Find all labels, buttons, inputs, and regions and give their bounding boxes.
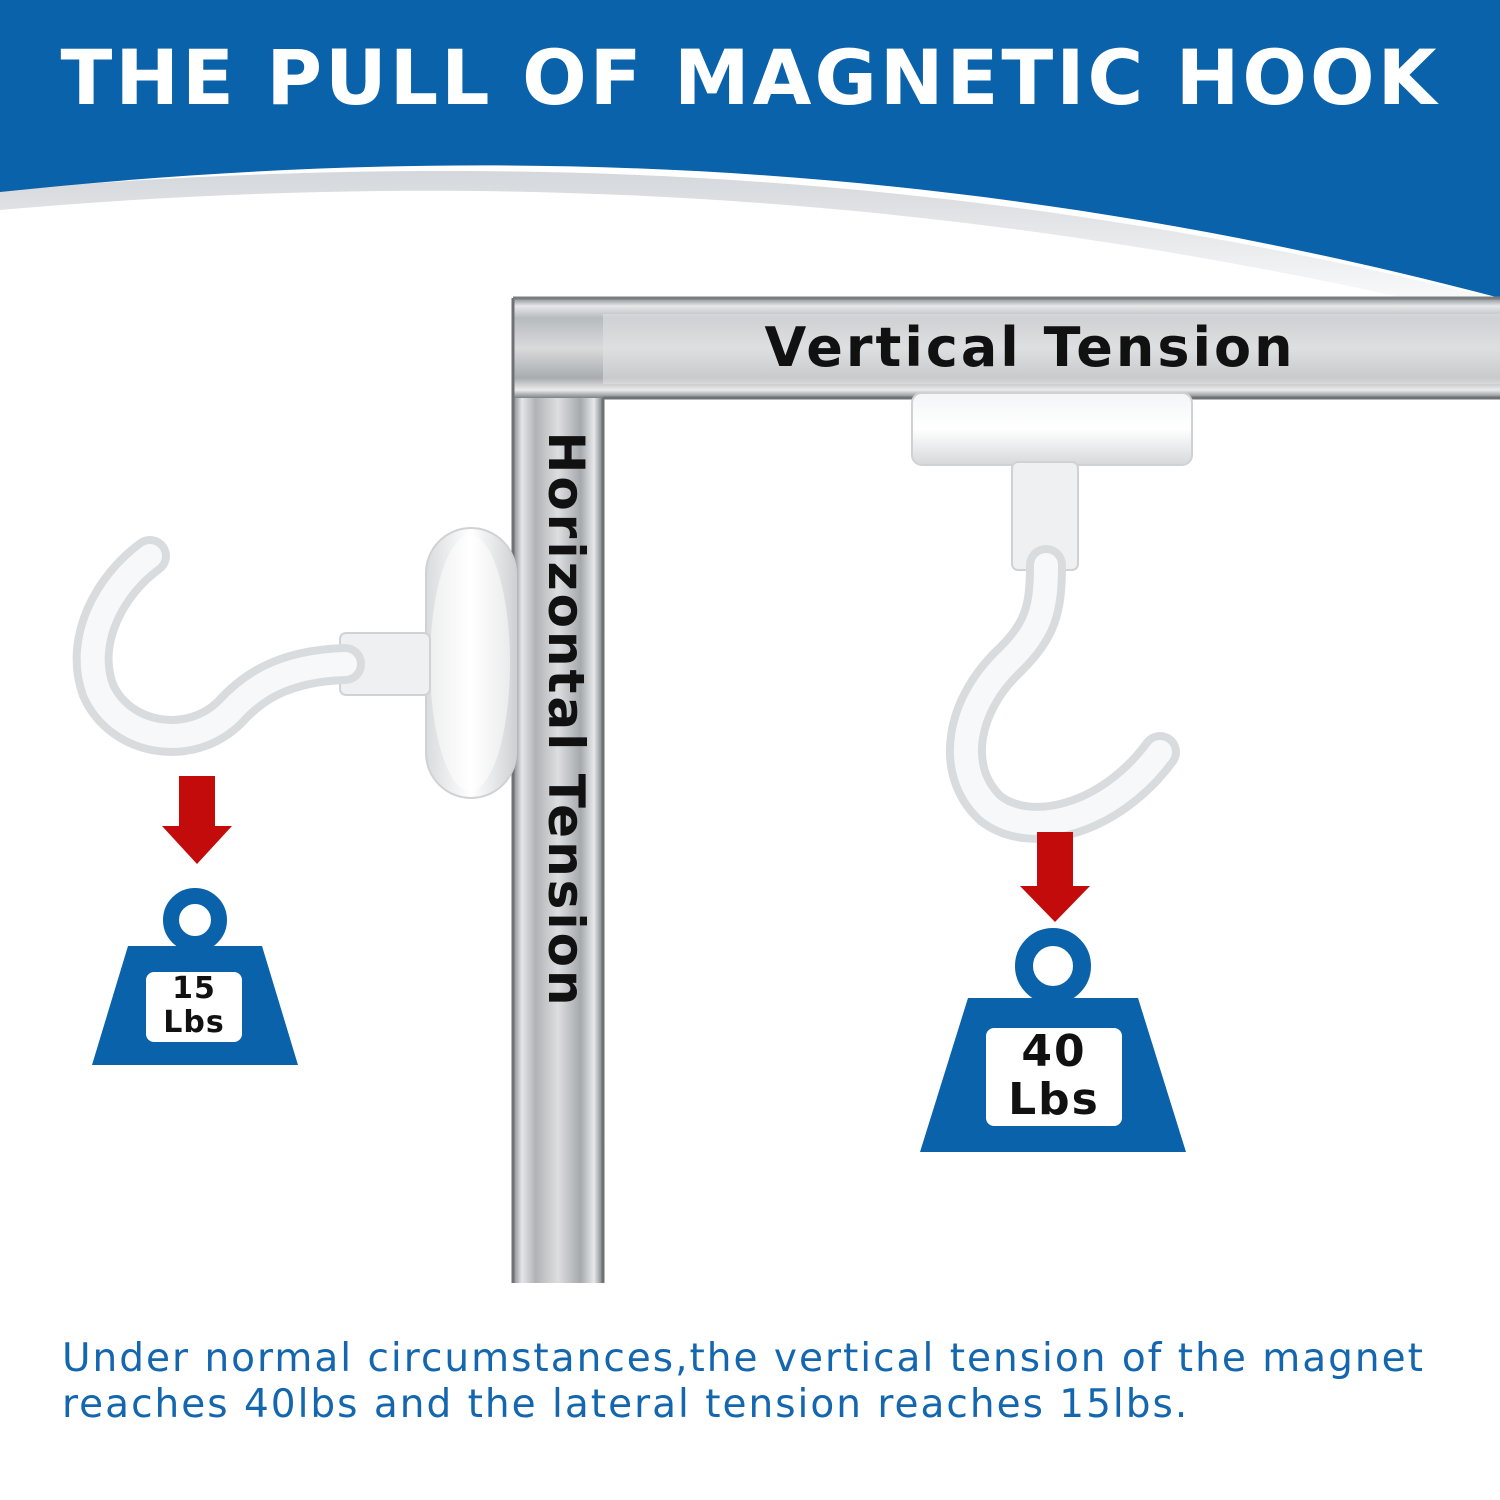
weight-value-15: 15 xyxy=(172,971,216,1006)
magnetic-hook-icon xyxy=(72,527,517,799)
down-arrow-icon xyxy=(162,776,232,864)
vertical-steel-bar xyxy=(513,298,603,1283)
banner xyxy=(0,0,1500,320)
vertical-tension-label: Vertical Tension xyxy=(764,316,1296,379)
steel-bar-icon xyxy=(511,296,1500,1283)
weight-label-15: 15 Lbs xyxy=(146,972,242,1042)
caption-line-2: reaches 40lbs and the lateral tension re… xyxy=(62,1382,1190,1427)
magnet-disc-right xyxy=(911,392,1193,466)
weight-unit-15: Lbs xyxy=(163,1005,225,1040)
caption: Under normal circumstances,the vertical … xyxy=(62,1336,1462,1428)
caption-line-1: Under normal circumstances,the vertical … xyxy=(62,1336,1425,1381)
down-arrow-icon xyxy=(1020,832,1090,922)
bar-highlight xyxy=(603,314,1500,384)
page-title: THE PULL OF MAGNETIC HOOK xyxy=(60,33,1440,122)
weight-label-40: 40 Lbs xyxy=(986,1028,1122,1126)
banner-shadow xyxy=(0,170,1500,320)
weight-value-40: 40 xyxy=(1021,1026,1087,1077)
magnetic-hook-icon xyxy=(911,392,1193,843)
banner-background xyxy=(0,0,1500,298)
horizontal-tension-label: Horizontal Tension xyxy=(537,431,595,1009)
weight-unit-40: Lbs xyxy=(1008,1074,1100,1125)
